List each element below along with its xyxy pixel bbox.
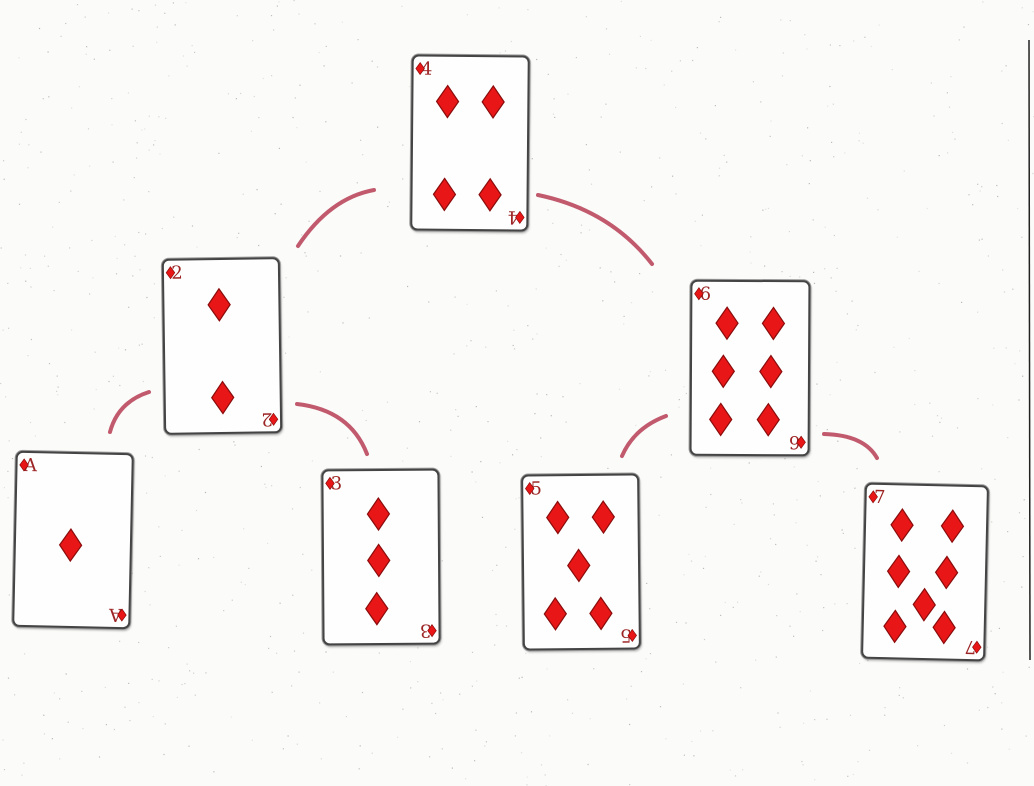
diamond-pip-icon	[367, 543, 391, 578]
pip-field	[709, 306, 786, 437]
diamond-pip-icon	[543, 596, 568, 631]
edge-2-to-3	[295, 402, 369, 456]
diamond-icon	[165, 266, 176, 280]
diamond-pip-icon	[756, 402, 781, 437]
edge-2-to-ace	[108, 390, 151, 434]
diamond-icon	[117, 608, 127, 622]
diamond-icon	[415, 61, 425, 76]
card-2[interactable]: 2 2	[161, 257, 283, 435]
diamond-pip-icon	[934, 555, 959, 590]
edge-4-to-2	[296, 188, 376, 248]
diamond-pip-icon	[761, 306, 786, 341]
diamond-pip-icon	[715, 306, 739, 341]
diamond-pip-icon	[365, 591, 389, 626]
corner-index-bottom: 4	[502, 206, 525, 227]
corner-index-top: 7	[868, 487, 890, 508]
diamond-pip-icon	[886, 554, 911, 589]
diamond-pip-icon	[890, 507, 914, 543]
pip-field	[543, 499, 616, 631]
diamond-pip-icon	[478, 177, 502, 212]
card-7[interactable]: 7 7	[861, 482, 989, 662]
diamond-pip-icon	[940, 509, 965, 544]
diamond-pip-icon	[432, 177, 457, 212]
corner-index-top: 3	[325, 473, 347, 494]
corner-index-bottom: 6	[784, 431, 806, 452]
edge-6-to-5	[620, 414, 668, 458]
pip-field	[432, 84, 505, 212]
corner-index-bottom: 5	[615, 624, 637, 646]
diamond-pip-icon	[58, 528, 83, 563]
corner-index-top: A	[19, 455, 41, 476]
pip-field	[58, 528, 83, 563]
pip-field	[207, 287, 235, 415]
corner-index-bottom: 2	[256, 408, 279, 429]
corner-index-top: 6	[694, 284, 716, 305]
diamond-pip-icon	[912, 587, 936, 622]
diamond-pip-icon	[481, 84, 505, 119]
diamond-pip-icon	[207, 287, 231, 322]
corner-index-bottom: A	[104, 604, 127, 625]
corner-index-bottom: 3	[414, 620, 437, 641]
pip-field	[365, 496, 391, 626]
diamond-icon	[627, 628, 637, 643]
diamond-pip-icon	[932, 610, 956, 645]
card-ace[interactable]: A A	[12, 450, 134, 630]
edge-6-to-7	[822, 432, 879, 460]
corner-index-top: 4	[415, 59, 438, 80]
corner-index-top: 2	[165, 263, 188, 284]
diamond-pip-icon	[567, 548, 591, 583]
edge-4-to-6	[536, 193, 654, 266]
card-3[interactable]: 3 3	[321, 468, 441, 646]
corner-index-top: 5	[525, 478, 547, 500]
diamond-pip-icon	[591, 499, 616, 535]
card-5[interactable]: 5 5	[521, 473, 641, 651]
diamond-icon	[525, 481, 535, 496]
pip-field	[883, 507, 965, 645]
diamond-pip-icon	[883, 609, 907, 644]
diamond-icon	[325, 476, 335, 490]
diamond-icon	[796, 435, 806, 449]
diamond-pip-icon	[435, 84, 460, 119]
diamond-pip-icon	[759, 354, 783, 389]
diamond-icon	[427, 624, 437, 638]
card-6[interactable]: 6 6	[689, 279, 811, 457]
diamond-pip-icon	[711, 354, 736, 389]
diamond-pip-icon	[210, 380, 235, 415]
diamond-icon	[694, 287, 704, 301]
diamond-pip-icon	[366, 496, 391, 532]
diamond-icon	[19, 458, 29, 472]
diamond-pip-icon	[546, 500, 570, 535]
diamond-pip-icon	[709, 402, 733, 437]
card-4[interactable]: 4 4	[410, 54, 530, 232]
diamond-icon	[868, 490, 878, 504]
corner-index-bottom: 7	[959, 636, 982, 657]
diamond-icon	[268, 412, 279, 426]
diamond-icon	[515, 210, 525, 225]
diamond-icon	[972, 640, 982, 654]
diamond-pip-icon	[589, 596, 613, 631]
